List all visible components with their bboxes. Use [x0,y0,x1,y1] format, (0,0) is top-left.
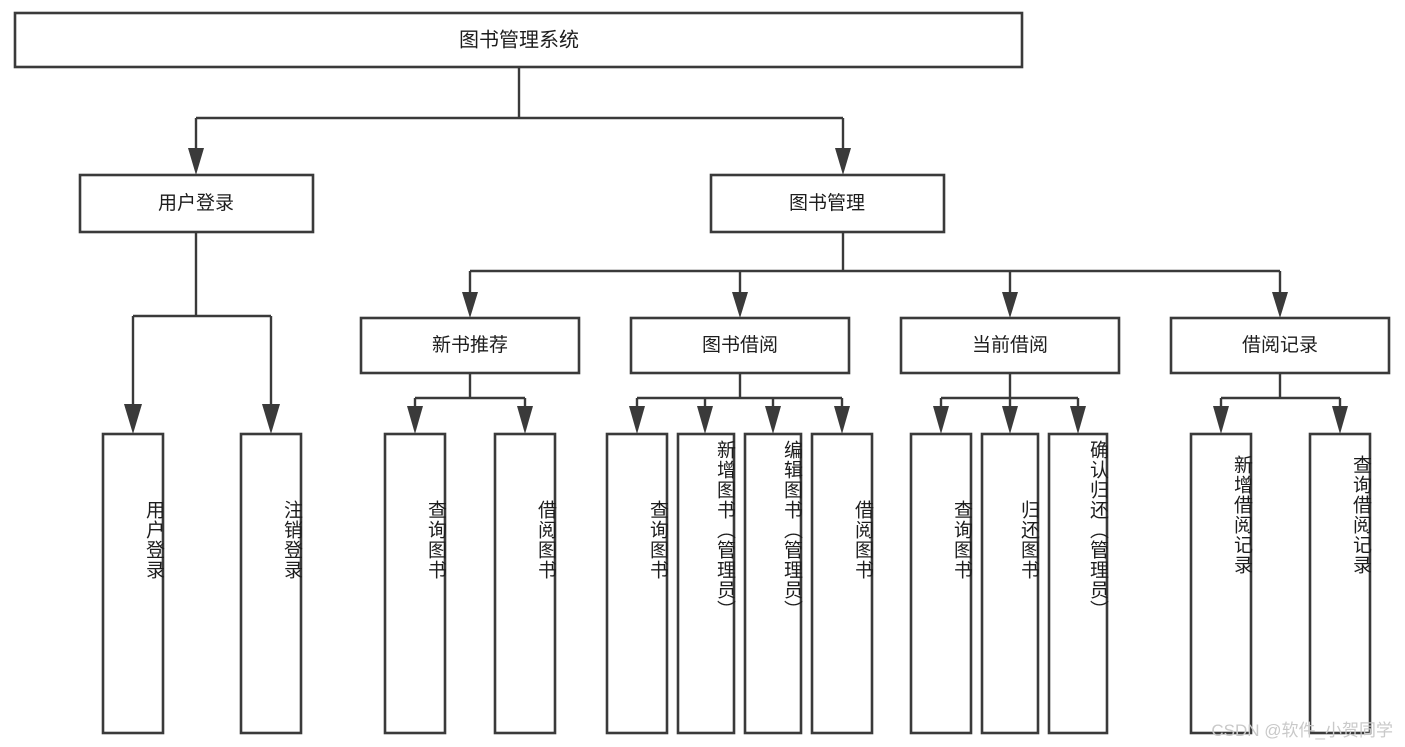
connector-userlogin-to-leaves [124,232,280,434]
leafbox-current-borrow-2[interactable] [1047,432,1109,735]
node-book-management-label: 图书管理 [789,192,865,214]
leafbox-borrow-record-0[interactable] [1189,432,1253,735]
node-current-borrow[interactable]: 当前借阅 [899,316,1121,375]
leafbox-user-login-0[interactable] [101,432,165,735]
csdn-watermark: CSDN @软件_小贺同学 [1211,721,1393,740]
node-new-book-recommend-label: 新书推荐 [432,334,508,356]
connector-bookborrow-to-leaves [629,373,850,434]
leafbox-book-borrow-2[interactable] [743,432,803,735]
connector-currentborrow-to-leaves [933,373,1086,434]
node-borrow-record[interactable]: 借阅记录 [1169,316,1391,375]
node-book-management[interactable]: 图书管理 [709,173,946,234]
connector-bookmgmt-to-level3 [462,232,1288,318]
node-current-borrow-label: 当前借阅 [972,334,1048,356]
node-borrow-record-label: 借阅记录 [1242,334,1318,356]
leafbox-user-login-1[interactable] [239,432,303,735]
leafbox-current-borrow-0[interactable] [909,432,973,735]
leafbox-current-borrow-1[interactable] [980,432,1040,735]
leafbox-book-borrow-3[interactable] [810,432,874,735]
leafbox-book-borrow-0[interactable] [605,432,669,735]
node-user-login[interactable]: 用户登录 [78,173,315,234]
node-new-book-recommend[interactable]: 新书推荐 [359,316,581,375]
node-book-borrow-label: 图书借阅 [702,334,778,356]
leafbox-book-borrow-1[interactable] [676,432,736,735]
leafbox-new-book-1[interactable] [493,432,557,735]
connector-root-to-level2 [188,67,851,175]
node-book-borrow[interactable]: 图书借阅 [629,316,851,375]
connector-newbook-to-leaves [407,373,533,434]
leafbox-borrow-record-1[interactable] [1308,432,1372,735]
leafbox-new-book-0[interactable] [383,432,447,735]
node-root[interactable]: 图书管理系统 [13,11,1024,69]
connector-borrowrecord-to-leaves [1213,373,1348,434]
node-user-login-label: 用户登录 [158,192,234,214]
node-root-label: 图书管理系统 [459,28,579,51]
